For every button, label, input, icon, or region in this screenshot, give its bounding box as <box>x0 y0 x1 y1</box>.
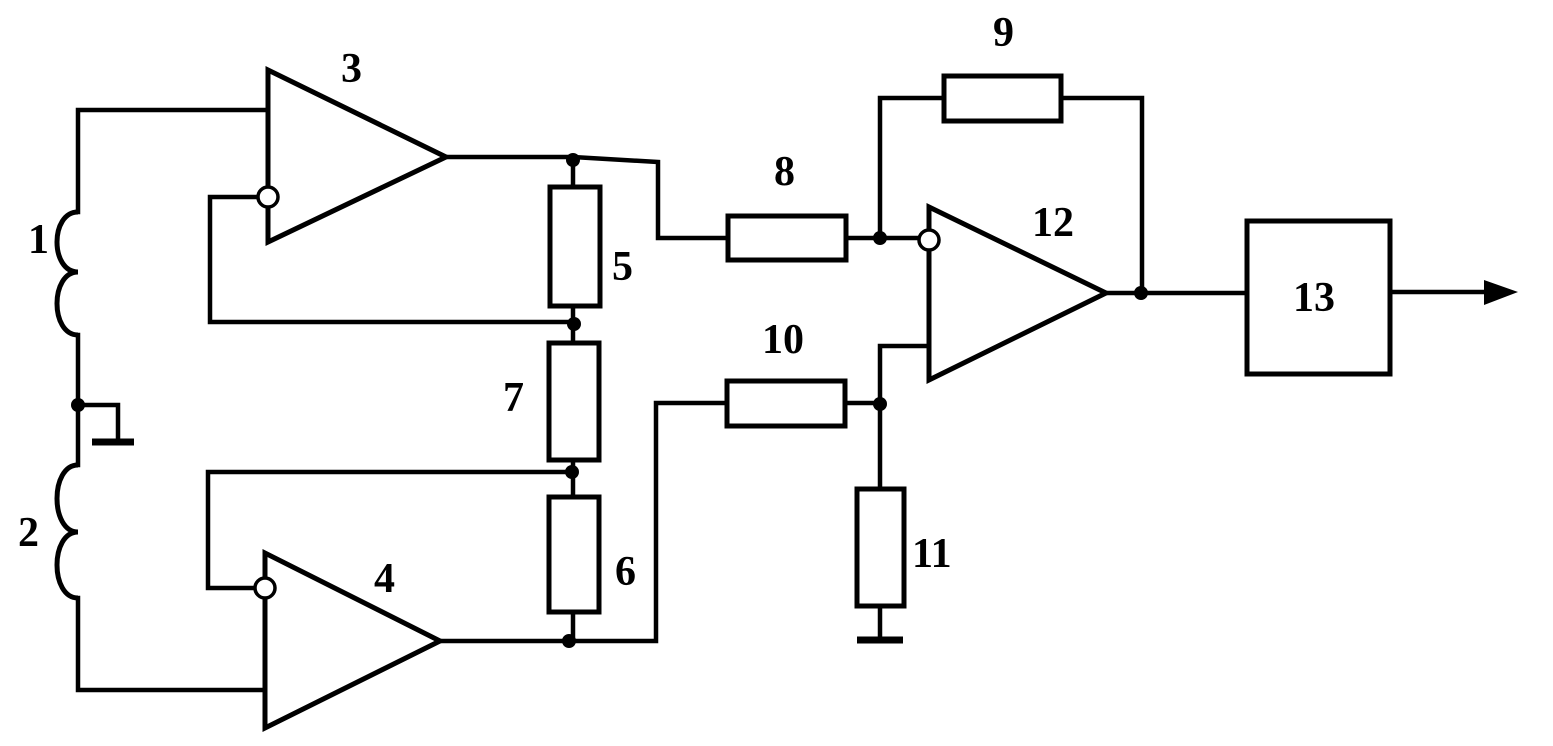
label-coil-1: 1 <box>28 217 49 263</box>
amplifier-12-inverting-bubble <box>919 230 939 250</box>
resistor-9 <box>944 76 1061 121</box>
label-resistor-11: 11 <box>912 531 952 577</box>
junction-dot <box>567 317 581 331</box>
resistor-8 <box>728 216 846 260</box>
amplifier-12-body <box>929 207 1106 380</box>
wire-coil2-amp4 <box>78 598 265 690</box>
wire-ground-stub <box>78 405 118 440</box>
coil-1 <box>57 212 78 335</box>
amplifier-3 <box>258 70 446 242</box>
label-resistor-10: 10 <box>762 317 804 363</box>
amplifier-3-inverting-bubble <box>258 187 278 207</box>
resistor-10 <box>727 381 845 426</box>
label-resistor-7: 7 <box>503 375 524 421</box>
junction-dot <box>71 398 85 412</box>
junction-dot <box>873 231 887 245</box>
junction-dot <box>1134 286 1148 300</box>
amplifier-4 <box>255 553 440 728</box>
resistor-5 <box>550 187 600 306</box>
label-resistor-9: 9 <box>993 10 1014 56</box>
junction-dot <box>566 153 580 167</box>
label-resistor-8: 8 <box>774 149 795 195</box>
resistor-6 <box>549 497 599 612</box>
label-coil-2: 2 <box>18 510 39 556</box>
junction-dot <box>562 634 576 648</box>
amplifier-4-inverting-bubble <box>255 578 275 598</box>
amplifier-3-body <box>268 70 446 242</box>
output-arrow-icon <box>1484 280 1518 305</box>
resistor-11 <box>857 489 904 606</box>
junction-dot <box>873 397 887 411</box>
wire-nodeF-amp12 <box>880 346 929 403</box>
label-resistor-6: 6 <box>615 549 636 595</box>
label-amplifier-12: 12 <box>1032 200 1074 246</box>
amplifier-12 <box>919 207 1106 380</box>
coil-2 <box>57 465 78 598</box>
resistor-7 <box>549 343 599 460</box>
label-amplifier-3: 3 <box>341 46 362 92</box>
junction-dot <box>565 465 579 479</box>
label-block-13: 13 <box>1293 275 1335 321</box>
amplifier-4-body <box>265 553 440 728</box>
wire-r9-output <box>1061 98 1142 293</box>
wire-amp3-feedback <box>210 197 573 322</box>
label-amplifier-4: 4 <box>374 556 395 602</box>
junctions <box>71 153 1148 648</box>
label-resistor-5: 5 <box>612 244 633 290</box>
